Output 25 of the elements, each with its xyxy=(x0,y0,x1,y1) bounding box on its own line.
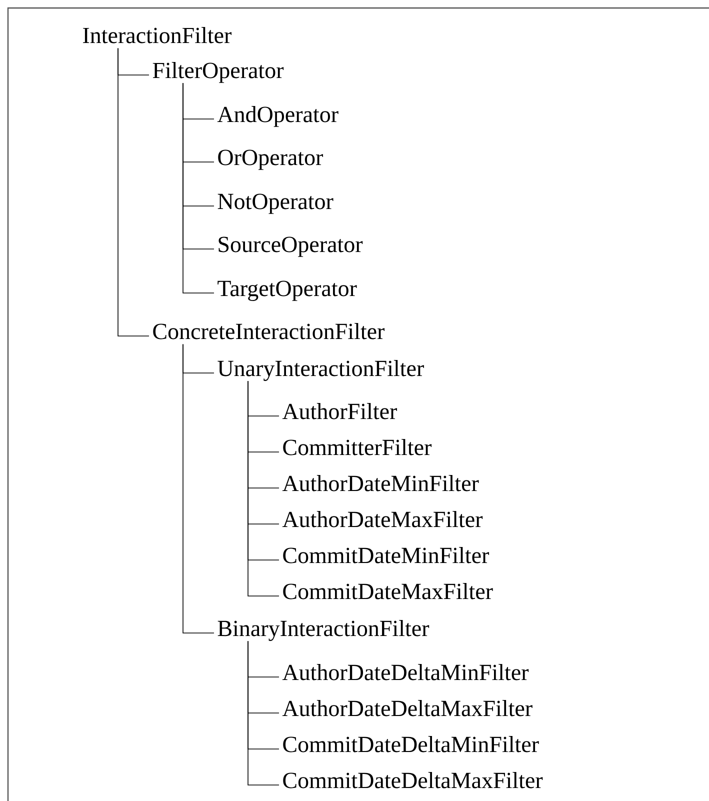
tree-connector xyxy=(118,48,150,336)
tree-label: FilterOperator xyxy=(152,62,284,83)
tree-connector xyxy=(182,344,214,634)
tree-label: CommitterFilter xyxy=(283,439,432,456)
tree-label: AndOperator xyxy=(217,106,338,127)
tree-label: AuthorDateDeltaMaxFilter xyxy=(282,700,532,716)
tree-label: UnaryInteractionFilter xyxy=(218,360,424,381)
tree-connector xyxy=(182,82,214,294)
tree-label: AuthorFilter xyxy=(282,403,397,420)
tree-label: BinaryInteractionFilter xyxy=(218,620,430,641)
tree-label: SourceOperator xyxy=(218,236,363,257)
tree-label: CommitDateMaxFilter xyxy=(283,583,493,600)
tree-label: AuthorDateMinFilter xyxy=(282,475,479,492)
tree-label: CommitDateMinFilter xyxy=(283,547,490,564)
tree-label: NotOperator xyxy=(218,194,334,214)
tree-label: AuthorDateDeltaMinFilter xyxy=(282,664,529,680)
tree-connector xyxy=(248,380,280,596)
tree-label: TargetOperator xyxy=(218,280,357,301)
tree-label: ConcreteInteractionFilter xyxy=(153,323,384,340)
tree-label: CommitDateDeltaMaxFilter xyxy=(283,772,543,788)
tree-label: CommitDateDeltaMinFilter xyxy=(283,736,539,752)
tree-label: InteractionFilter xyxy=(83,27,232,44)
tree-label: OrOperator xyxy=(218,150,323,170)
tree-connector xyxy=(248,640,280,786)
tree-label: AuthorDateMaxFilter xyxy=(282,511,483,528)
